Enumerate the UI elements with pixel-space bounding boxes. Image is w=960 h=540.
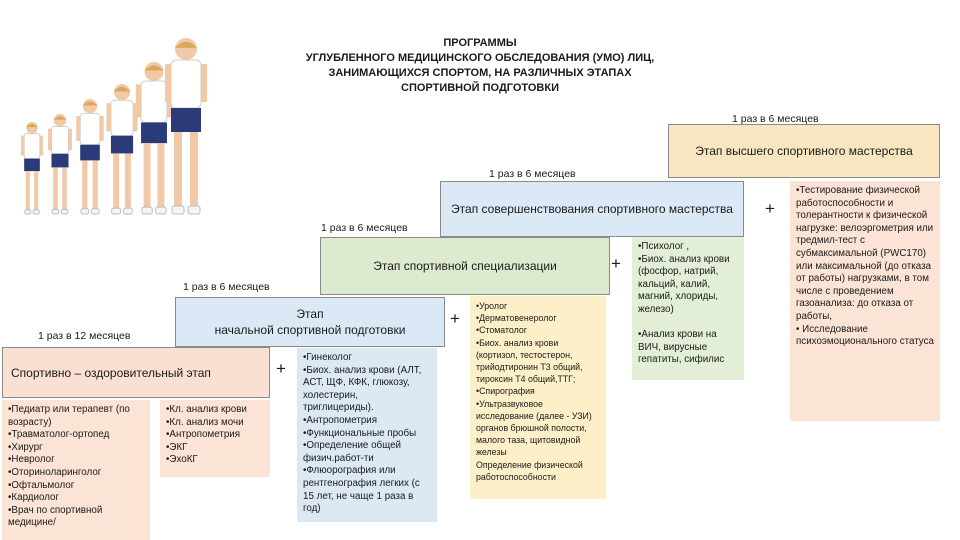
plus-sign: + [276, 360, 286, 377]
list-item: •ЭхоКГ [166, 454, 264, 467]
stage-highest-mastery-label: Этап высшего спортивного мастерства [695, 143, 913, 159]
list-item: •Флюорография или рентгенография легких … [303, 465, 431, 515]
list-item: •ЭКГ [166, 442, 264, 455]
stage-highest-mastery: Этап высшего спортивного мастерства [668, 124, 940, 178]
list-item: Определение физической работоспособности [476, 459, 600, 483]
list-item: •Биох. анализ крови (фосфор, натрий, кал… [638, 254, 738, 317]
list-item: •Гинеколог [303, 352, 431, 365]
list-item: •Тестирование физической работоспособнос… [796, 185, 934, 324]
list-item: •Кл. анализ крови [166, 404, 264, 417]
list-item: •Педиатр или терапевт (по возрасту) [8, 404, 144, 429]
basic-tests-list: •Кл. анализ крови•Кл. анализ мочи•Антроп… [160, 400, 270, 477]
list-item: •Оториноларинголог [8, 467, 144, 480]
plus-sign: + [611, 255, 621, 272]
initial-stage-additions-list: •Гинеколог•Биох. анализ крови (АЛТ, АСТ,… [297, 348, 437, 522]
list-item: • Исследование психоэмоционального стату… [796, 324, 934, 349]
list-item: •Ультразвуковое исследование (далее - УЗ… [476, 398, 600, 459]
list-item: •Невролог [8, 454, 144, 467]
stage-specialization-label: Этап спортивной специализации [373, 258, 557, 274]
list-item [638, 317, 738, 330]
list-item: •Антропометрия [166, 429, 264, 442]
list-item: •Кардиолог [8, 492, 144, 505]
improvement-additions-list: •Психолог ,•Биох. анализ крови (фосфор, … [632, 237, 744, 380]
stage-improvement-label: Этап совершенствования спортивного масте… [451, 201, 733, 217]
list-item: •Дерматовенеролог [476, 312, 600, 324]
list-item: •Анализ крови на ВИЧ, вирусные гепатиты,… [638, 329, 738, 367]
specialists-list: •Педиатр или терапевт (по возрасту)•Трав… [2, 400, 150, 540]
list-item: •Офтальмолог [8, 480, 144, 493]
child-figure [21, 122, 43, 214]
stage-improvement: Этап совершенствования спортивного масте… [440, 181, 744, 237]
list-item: •Кл. анализ мочи [166, 417, 264, 430]
list-item: •Функциональные пробы [303, 428, 431, 441]
stage-initial-training-label: Этап начальной спортивной подготовки [215, 306, 406, 338]
list-item: •Врач по спортивной медицине/ [8, 505, 144, 530]
list-item: •Стоматолог [476, 324, 600, 336]
list-item: •Хирург [8, 442, 144, 455]
page-title: ПРОГРАММЫ УГЛУБЛЕННОГО МЕДИЦИНСКОГО ОБСЛ… [250, 36, 710, 96]
list-item: •Определение общей физич.работ-ти [303, 440, 431, 465]
stage4-frequency: 1 раз в 6 месяцев [489, 168, 576, 180]
stage-recreational: Спортивно – оздоровительный этап [2, 347, 270, 398]
plus-sign: + [765, 200, 775, 217]
list-item: •Психолог , [638, 241, 738, 254]
list-item: •Уролог [476, 300, 600, 312]
stage-initial-training: Этап начальной спортивной подготовки [175, 297, 445, 347]
stage3-frequency: 1 раз в 6 месяцев [321, 222, 408, 234]
stage-recreational-label: Спортивно – оздоровительный этап [11, 365, 211, 381]
list-item: •Биох. анализ крови (кортизол, тестостер… [476, 337, 600, 386]
child-figure [48, 114, 72, 214]
stage1-frequency: 1 раз в 12 месяцев [38, 330, 130, 342]
list-item: •Травматолог-ортопед [8, 429, 144, 442]
plus-sign: + [450, 310, 460, 327]
highest-mastery-additions-list: •Тестирование физической работоспособнос… [790, 181, 940, 421]
child-figure [76, 99, 103, 214]
child-figure [106, 84, 137, 214]
list-item: •Биох. анализ крови (АЛТ, АСТ, ЩФ, КФК, … [303, 365, 431, 415]
list-item: •Антропометрия [303, 415, 431, 428]
stage2-frequency: 1 раз в 6 месяцев [183, 281, 270, 293]
children-illustration [14, 24, 214, 224]
child-figure [165, 38, 207, 214]
list-item: •Спирография [476, 385, 600, 397]
stage-specialization: Этап спортивной специализации [320, 237, 610, 295]
specialization-additions-list: •Уролог•Дерматовенеролог•Стоматолог•Биох… [470, 296, 606, 499]
